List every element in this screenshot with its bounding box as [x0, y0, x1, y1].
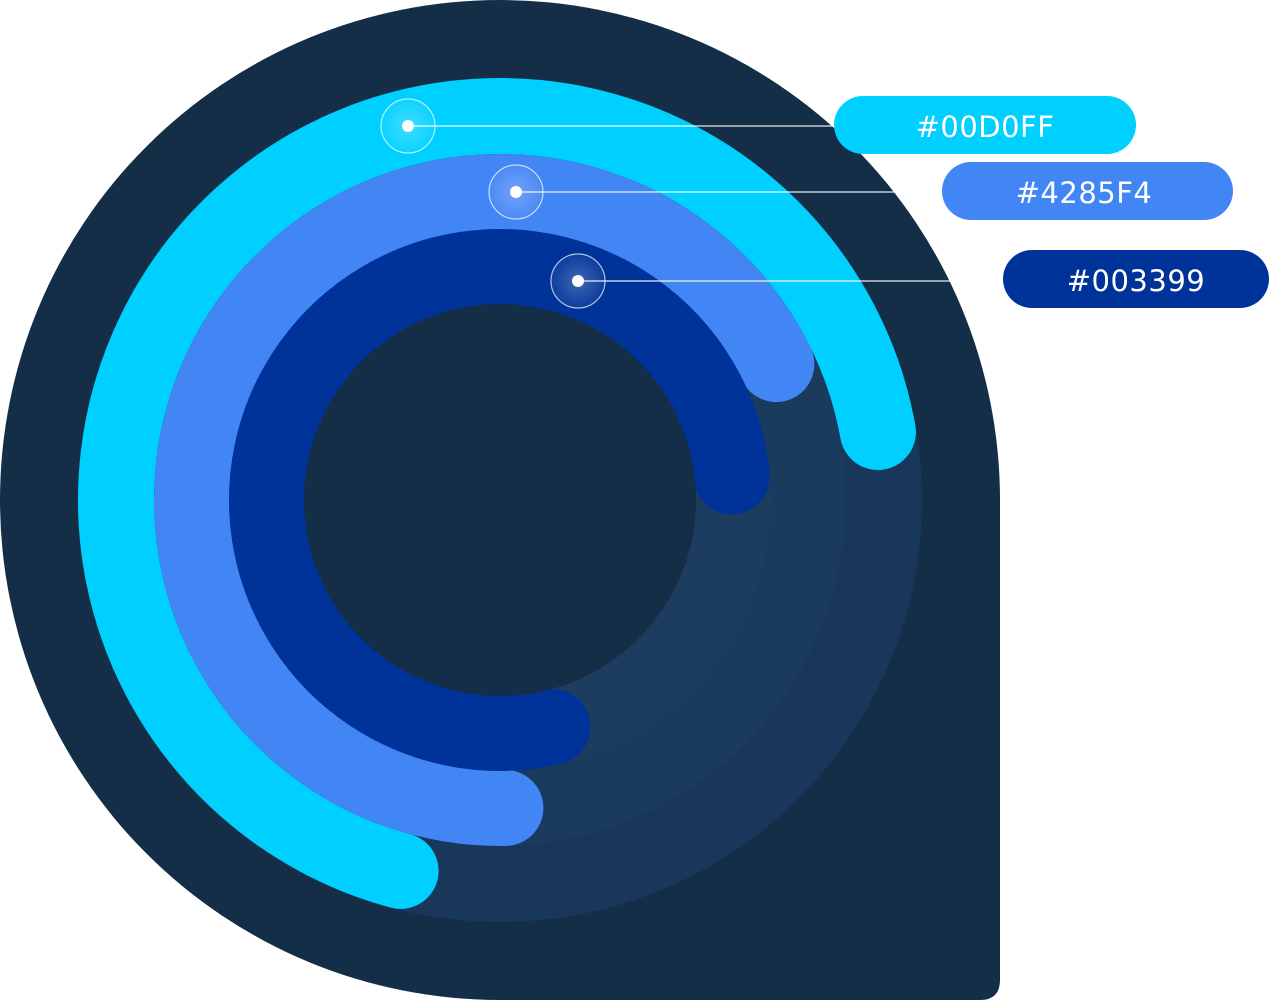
label-text-outer: #00D0FF	[916, 110, 1055, 144]
knob-outer	[380, 98, 436, 154]
knob-inner	[550, 253, 606, 309]
label-text-inner: #003399	[1067, 264, 1206, 298]
outer-ring-arc	[78, 78, 916, 909]
middle-ring-arc	[154, 154, 815, 846]
inner-ring-arc	[229, 229, 770, 771]
center-hole	[304, 304, 696, 696]
label-text-middle: #4285F4	[1016, 176, 1153, 210]
label-pill-inner: #003399	[1003, 250, 1269, 308]
label-pill-middle: #4285F4	[942, 162, 1233, 220]
label-pill-outer: #00D0FF	[834, 96, 1136, 154]
knob-middle	[488, 164, 544, 220]
